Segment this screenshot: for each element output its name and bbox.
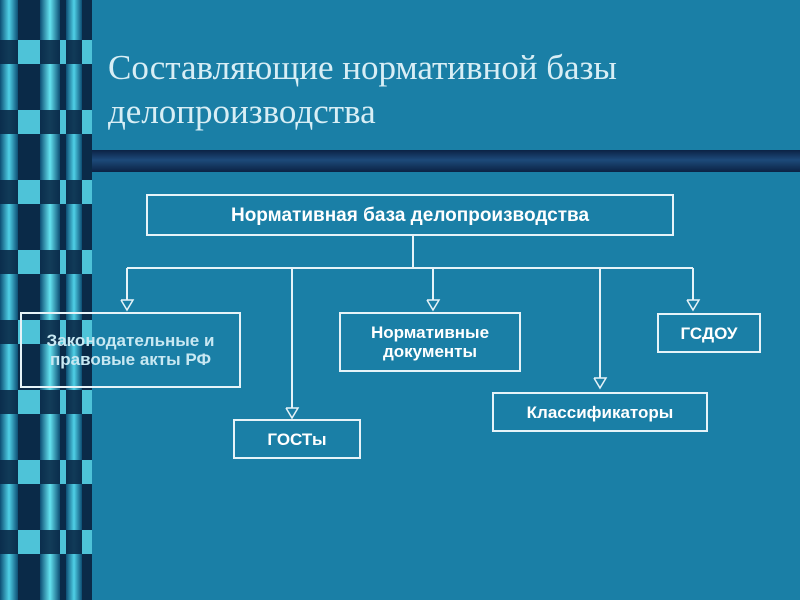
node-legal-acts-label: Законодательные и правовые акты РФ (46, 331, 215, 369)
node-classifiers: Классификаторы (492, 392, 708, 432)
root-node-label: Нормативная база делопроизводства (230, 204, 590, 226)
node-gsdou: ГСДОУ (657, 313, 761, 353)
node-gsdou-label: ГСДОУ (680, 323, 738, 343)
node-gost: ГОСТы (233, 419, 361, 459)
slide-title: Составляющие нормативной базы делопроизв… (108, 46, 748, 134)
node-normative-docs: Нормативные документы (339, 312, 521, 372)
node-normative-docs-label: Нормативные документы (370, 323, 490, 361)
node-classifiers-label: Классификаторы (526, 402, 674, 422)
slide-title-line-1: Составляющие нормативной базы (108, 48, 617, 87)
arrow-legal (120, 299, 135, 312)
arrow-gost (285, 407, 300, 420)
arrow-classifiers (593, 377, 608, 390)
root-node: Нормативная база делопроизводства (146, 194, 674, 236)
node-legal-acts: Законодательные и правовые акты РФ (20, 312, 241, 388)
node-gost-label: ГОСТы (267, 429, 327, 449)
title-divider-band (92, 150, 800, 172)
slide-title-line-2: делопроизводства (108, 92, 376, 131)
decorative-side-strip (0, 0, 92, 600)
arrow-gsdou (686, 299, 701, 312)
arrow-normative (426, 299, 441, 312)
